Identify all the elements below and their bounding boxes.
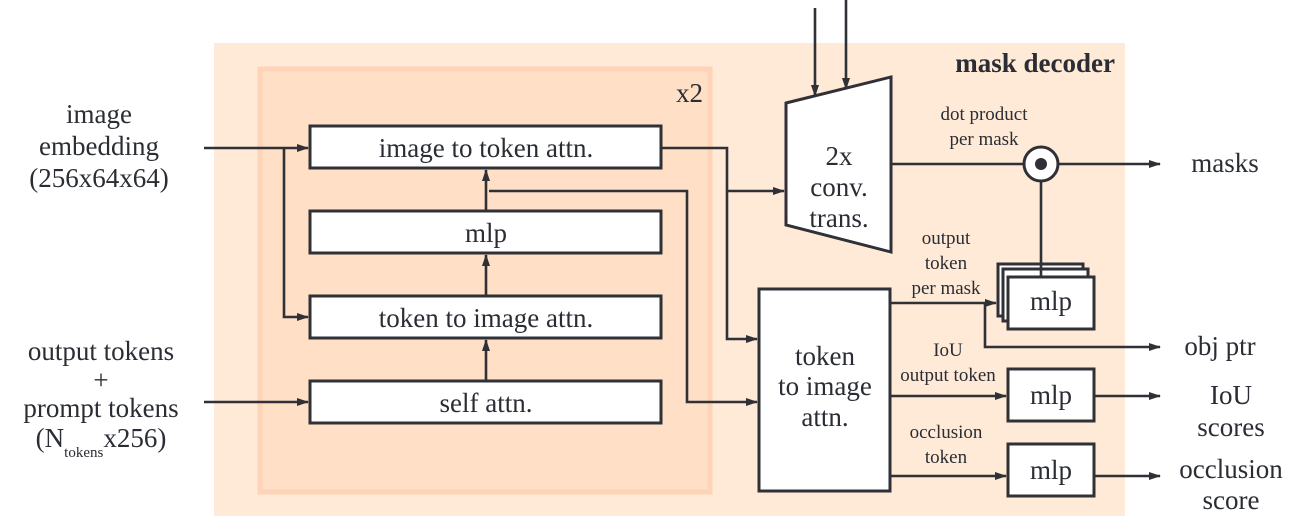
svg-text:2x: 2x bbox=[826, 141, 854, 171]
connections bbox=[204, 0, 1161, 480]
svg-text:per mask: per mask bbox=[911, 278, 981, 299]
svg-text:output: output bbox=[922, 228, 971, 249]
svg-text:to image: to image bbox=[778, 371, 872, 401]
obj-ptr-arrow bbox=[983, 303, 1161, 351]
image-embedding-branch-arrow bbox=[282, 148, 309, 321]
svg-text:scores: scores bbox=[1197, 412, 1264, 442]
self-attn-block: self attn. bbox=[308, 379, 663, 425]
svg-text:trans.: trans. bbox=[809, 203, 868, 233]
conv-transpose-block: 2x conv. trans. bbox=[784, 75, 893, 254]
output-token-per-mask-label: output token per mask bbox=[911, 228, 981, 299]
svg-text:token: token bbox=[925, 447, 968, 468]
svg-text:prompt tokens: prompt tokens bbox=[23, 393, 178, 423]
image-to-token-attn-block: image to token attn. bbox=[308, 124, 663, 170]
svg-text:token: token bbox=[795, 341, 855, 371]
final-token-to-image-attn-block: token to image attn. bbox=[757, 287, 892, 493]
occlusion-score-output-label: occlusion score bbox=[1179, 454, 1283, 515]
svg-text:dot product: dot product bbox=[940, 104, 1028, 125]
svg-text:mlp: mlp bbox=[1030, 455, 1072, 485]
mask-decoder-title: mask decoder bbox=[955, 48, 1115, 78]
svg-text:IoU: IoU bbox=[933, 340, 963, 361]
obj-ptr-output-label: obj ptr bbox=[1184, 331, 1255, 361]
iou-scores-output-label: IoU scores bbox=[1197, 380, 1264, 442]
svg-text:output tokens: output tokens bbox=[28, 336, 174, 366]
svg-text:mlp: mlp bbox=[465, 218, 507, 248]
svg-text:conv.: conv. bbox=[810, 172, 867, 202]
occlusion-mlp-block: mlp bbox=[1006, 442, 1096, 498]
mlp-block: mlp bbox=[308, 209, 663, 255]
tokens-input-label: output tokens + prompt tokens (Ntokensx2… bbox=[23, 336, 178, 461]
svg-text:token to image attn.: token to image attn. bbox=[379, 303, 593, 333]
masks-output-label: masks bbox=[1191, 148, 1259, 178]
image-embedding-input-label: image embedding (256x64x64) bbox=[29, 99, 168, 193]
token-to-image-attn-block: token to image attn. bbox=[308, 294, 663, 340]
svg-text:embedding: embedding bbox=[39, 131, 159, 161]
iou-mlp-block: mlp bbox=[1006, 367, 1096, 423]
svg-text:token: token bbox=[925, 253, 968, 274]
mask-mlp-stack: mlp bbox=[996, 262, 1096, 331]
svg-text:+: + bbox=[93, 365, 108, 395]
svg-text:occlusion: occlusion bbox=[1179, 454, 1283, 484]
svg-text:occlusion: occlusion bbox=[910, 422, 983, 443]
svg-text:(Ntokensx256): (Ntokensx256) bbox=[36, 423, 167, 461]
tokens-to-final-attn-arrow bbox=[489, 189, 758, 406]
image-to-final-attn-arrow bbox=[661, 146, 758, 343]
svg-text:per mask: per mask bbox=[949, 129, 1019, 150]
svg-text:image: image bbox=[66, 99, 132, 129]
svg-text:score: score bbox=[1203, 485, 1260, 515]
svg-text:image to token attn.: image to token attn. bbox=[379, 133, 593, 163]
dot-product-node-icon bbox=[1022, 145, 1060, 183]
svg-text:self attn.: self attn. bbox=[440, 388, 533, 418]
svg-text:mlp: mlp bbox=[1030, 380, 1072, 410]
svg-text:IoU: IoU bbox=[1210, 380, 1252, 410]
svg-text:attn.: attn. bbox=[801, 402, 848, 432]
svg-text:(256x64x64): (256x64x64) bbox=[29, 163, 168, 193]
iou-output-token-label: IoU output token bbox=[900, 340, 996, 386]
dot-product-label: dot product per mask bbox=[940, 104, 1028, 150]
svg-text:mlp: mlp bbox=[1030, 286, 1072, 316]
occlusion-token-label: occlusion token bbox=[910, 422, 983, 468]
svg-text:output token: output token bbox=[900, 365, 996, 386]
repeat-count-label: x2 bbox=[676, 78, 703, 108]
